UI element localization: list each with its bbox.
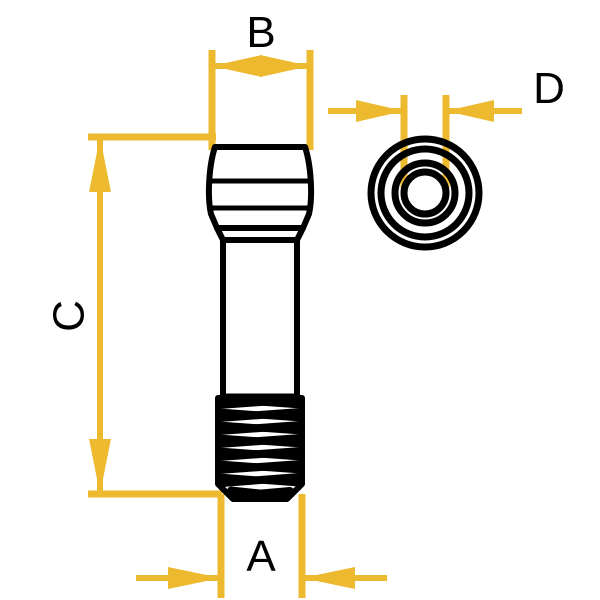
dimension-c-arrow-top bbox=[89, 137, 111, 192]
thread-root-1 bbox=[215, 395, 305, 409]
bolt-thread-root-detail bbox=[215, 395, 305, 500]
top-view-socket-outer-circle bbox=[391, 159, 459, 227]
bolt-head-outline bbox=[205, 144, 315, 231]
dimension-label-d: D bbox=[533, 64, 565, 113]
dimension-b-group bbox=[208, 50, 314, 150]
dimension-label-a: A bbox=[246, 532, 276, 581]
thread-root-3 bbox=[215, 421, 305, 435]
dimension-a-group bbox=[136, 494, 387, 598]
dimension-a-arrow-left bbox=[168, 567, 221, 589]
bolt-shoulder-shank bbox=[220, 237, 300, 399]
dimension-layer bbox=[88, 50, 522, 598]
dimension-d-arrow-right bbox=[446, 100, 494, 122]
thread-root-7 bbox=[215, 473, 303, 487]
bolt-top-view bbox=[367, 135, 483, 251]
thread-root-2 bbox=[215, 408, 305, 422]
thread-root-5 bbox=[215, 447, 305, 461]
dimension-d-arrow-left bbox=[356, 100, 404, 122]
bolt-head-to-shank-taper bbox=[214, 225, 306, 243]
dimension-a-arrow-right bbox=[302, 567, 355, 589]
dimension-c-group bbox=[88, 133, 222, 498]
bolt-front-view bbox=[205, 144, 315, 502]
dimension-label-c: C bbox=[45, 300, 94, 332]
dimension-b-arrow-right bbox=[260, 55, 310, 77]
thread-root-6 bbox=[215, 460, 305, 474]
top-view-head-outer-circle bbox=[367, 135, 483, 251]
dimension-b-arrow-left bbox=[212, 55, 262, 77]
dimension-c-arrow-bottom bbox=[89, 439, 111, 494]
thread-root-8 bbox=[227, 486, 293, 500]
thread-root-4 bbox=[215, 434, 305, 448]
top-view-head-inner-circle bbox=[377, 145, 473, 241]
top-view-socket-inner-circle bbox=[400, 168, 450, 218]
dimension-label-b: B bbox=[246, 8, 275, 57]
